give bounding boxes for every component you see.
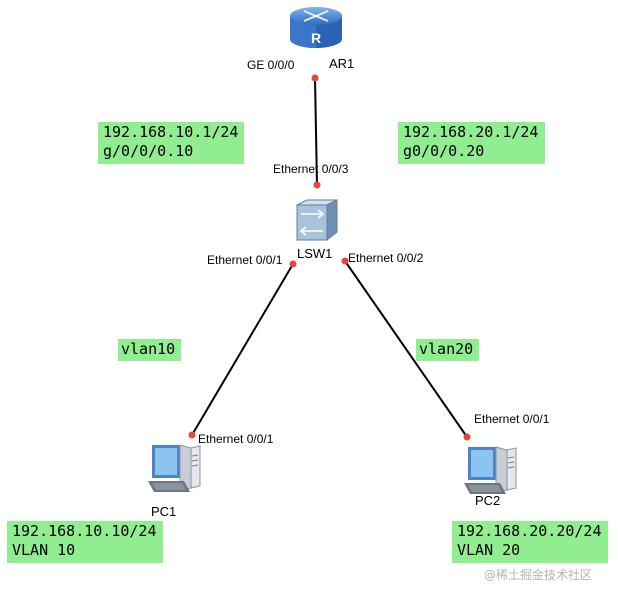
switch-icon[interactable] (296, 199, 338, 242)
port-label-pc2: Ethernet 0/0/1 (474, 412, 550, 426)
note-pc1-vlan: VLAN 10 (12, 541, 76, 559)
vlan-label-10: vlan10 (118, 339, 181, 361)
link-router-switch (314, 77, 318, 187)
port-label-switch-e2: Ethernet 0/0/2 (348, 251, 424, 265)
note-subinterface-10-ip: 192.168.10.1/24 (103, 123, 239, 141)
note-pc2-ip: 192.168.20.20/24 (457, 522, 602, 540)
port-dot-switch-e2 (341, 257, 349, 265)
router-icon[interactable]: R (290, 7, 342, 48)
pc2-name: PC2 (475, 493, 501, 508)
note-subinterface-10: 192.168.10.1/24 g/0/0/0.10 (98, 122, 244, 164)
port-dot-switch-e3 (313, 181, 321, 189)
port-label-router-ge: GE 0/0/0 (247, 58, 295, 72)
pc1-icon[interactable] (148, 444, 201, 492)
port-dot-pc2 (463, 433, 471, 441)
router-name: AR1 (329, 56, 355, 71)
port-label-switch-e1: Ethernet 0/0/1 (207, 253, 283, 267)
pc2-icon[interactable] (464, 446, 517, 494)
port-dot-router-ge (311, 74, 319, 82)
note-subinterface-10-if: g/0/0/0.10 (103, 142, 194, 160)
port-dot-pc1 (188, 431, 196, 439)
port-label-switch-e3: Ethernet 0/0/3 (273, 162, 349, 176)
note-pc2-vlan: VLAN 20 (457, 541, 521, 559)
note-subinterface-20: 192.168.20.1/24 g0/0/0.20 (398, 122, 545, 164)
note-subinterface-20-if: g0/0/0.20 (403, 142, 485, 160)
note-pc1: 192.168.10.10/24 VLAN 10 (7, 521, 163, 563)
switch-name: LSW1 (297, 246, 333, 261)
port-dot-switch-e1 (289, 260, 297, 268)
link-switch-pc1 (191, 263, 294, 436)
note-pc2: 192.168.20.20/24 VLAN 20 (452, 521, 608, 563)
svg-text:R: R (311, 30, 321, 46)
vlan-label-20: vlan20 (416, 339, 479, 361)
note-pc1-ip: 192.168.10.10/24 (12, 522, 157, 540)
watermark: @稀土掘金技术社区 (484, 568, 593, 582)
note-subinterface-20-ip: 192.168.20.1/24 (403, 123, 539, 141)
link-switch-pc2 (344, 260, 468, 438)
pc1-name: PC1 (151, 504, 177, 519)
port-label-pc1: Ethernet 0/0/1 (198, 432, 274, 446)
